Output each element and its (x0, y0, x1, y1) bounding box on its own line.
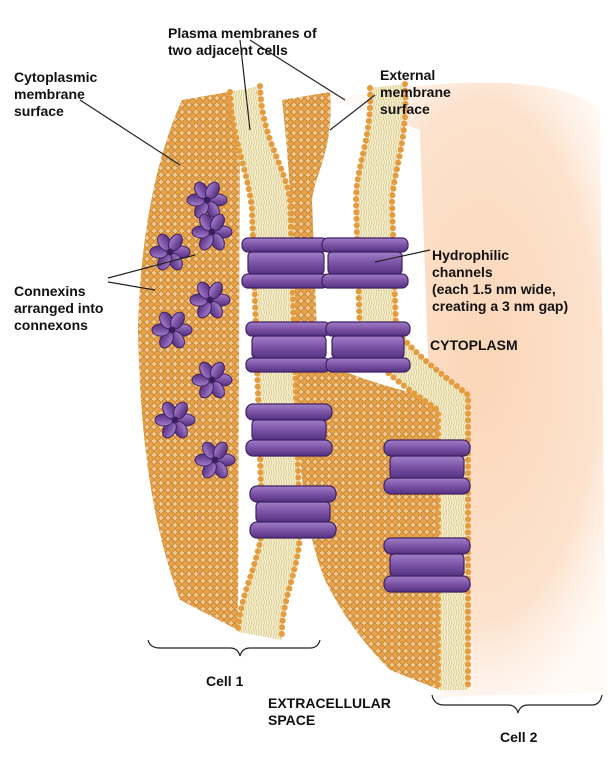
label-cell2: Cell 2 (500, 712, 537, 763)
label-cell1: Cell 1 (206, 656, 243, 707)
cell1-membrane-face (138, 90, 240, 630)
label-cytoplasm: CYTOPLASM (430, 320, 518, 371)
